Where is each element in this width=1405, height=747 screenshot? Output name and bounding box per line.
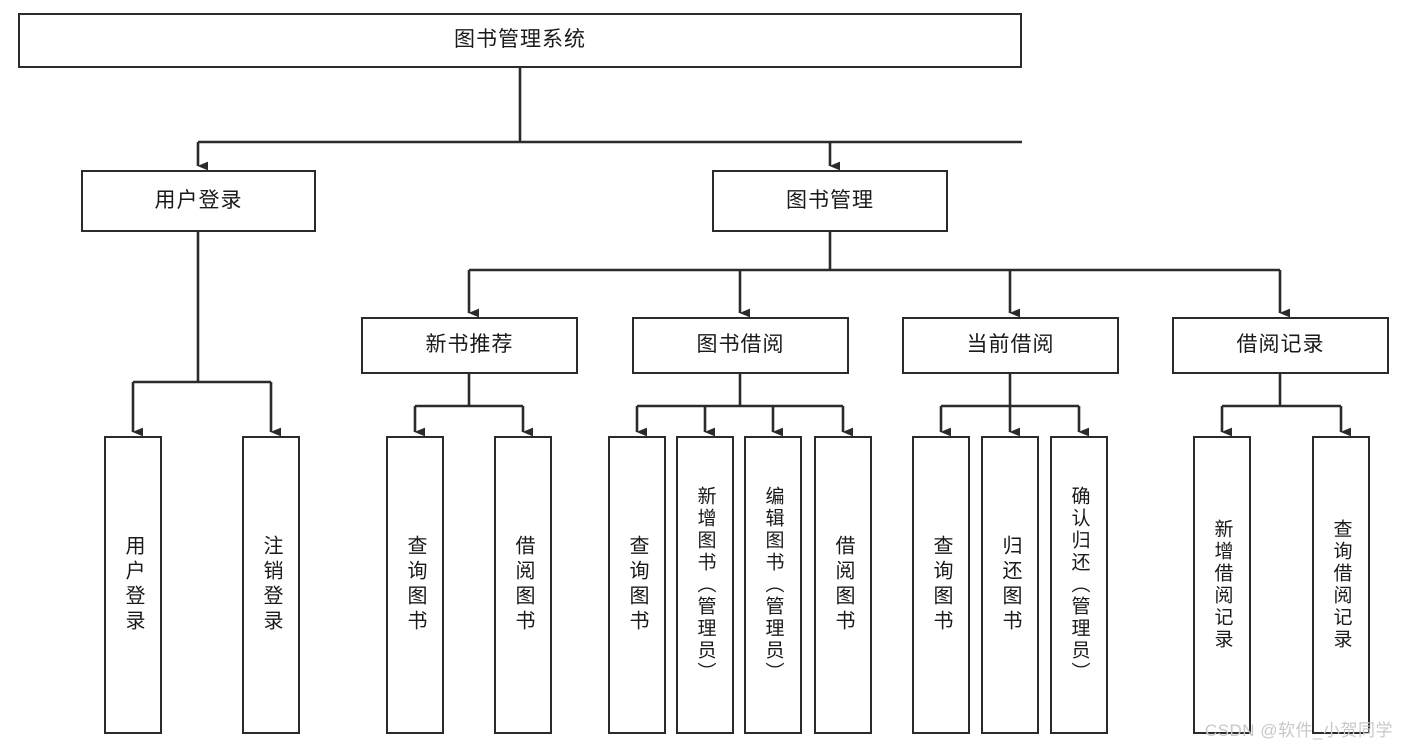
node-label: 查询借阅记录 [1330,519,1352,651]
node-label: 借阅记录 [1236,333,1325,357]
node-label: 新增图书（管理员） [694,486,716,684]
node-label: 当前借阅 [966,333,1055,357]
node-label: 查询图书 [404,535,426,635]
leaf-borrow-add-book-admin[interactable]: 新增图书（管理员） [676,436,734,734]
edges-userlogin-to-leaves [131,232,282,437]
node-label: 新增借阅记录 [1211,519,1233,651]
node-label: 查询图书 [930,535,952,635]
leaf-record-query-borrow-record[interactable]: 查询借阅记录 [1312,436,1370,734]
leaf-recommend-borrow-book[interactable]: 借阅图书 [494,436,552,734]
leaf-logout-login[interactable]: 注销登录 [242,436,300,734]
node-book-management[interactable]: 图书管理 [712,170,948,232]
node-current-borrow[interactable]: 当前借阅 [902,317,1119,374]
leaf-recommend-query-book[interactable]: 查询图书 [386,436,444,734]
node-label: 用户登录 [122,535,144,635]
node-label: 借阅图书 [512,535,534,635]
edges-borrowrecord-to-leaves [1220,374,1352,437]
node-label: 编辑图书（管理员） [762,486,784,684]
node-label: 图书借阅 [696,333,785,357]
leaf-current-query-book[interactable]: 查询图书 [912,436,970,734]
node-book-borrow[interactable]: 图书借阅 [632,317,849,374]
node-root-book-management-system[interactable]: 图书管理系统 [18,13,1022,68]
node-label: 查询图书 [626,535,648,635]
edges-newbook-to-leaves [413,374,534,437]
node-label: 新书推荐 [425,333,514,357]
leaf-borrow-query-book[interactable]: 查询图书 [608,436,666,734]
leaf-current-return-book[interactable]: 归还图书 [981,436,1039,734]
edges-root-to-level2 [196,68,1022,171]
leaf-record-add-borrow-record[interactable]: 新增借阅记录 [1193,436,1251,734]
leaf-user-login[interactable]: 用户登录 [104,436,162,734]
node-user-login[interactable]: 用户登录 [81,170,316,232]
node-label: 用户登录 [154,188,243,212]
edges-currentborrow-to-leaves [939,374,1090,437]
node-new-book-recommend[interactable]: 新书推荐 [361,317,578,374]
edges-bookmgmt-to-level3 [467,232,1291,318]
node-label: 确认归还（管理员） [1068,486,1090,684]
node-borrow-record[interactable]: 借阅记录 [1172,317,1389,374]
edges-bookborrow-to-leaves [635,374,854,437]
watermark: CSDN @软件_小贺同学 [1204,721,1393,740]
node-label: 注销登录 [260,535,282,635]
leaf-current-confirm-return-admin[interactable]: 确认归还（管理员） [1050,436,1108,734]
node-label: 借阅图书 [832,535,854,635]
leaf-borrow-borrow-book[interactable]: 借阅图书 [814,436,872,734]
node-label: 图书管理 [786,188,874,212]
node-label: 归还图书 [999,535,1021,635]
leaf-borrow-edit-book-admin[interactable]: 编辑图书（管理员） [744,436,802,734]
node-label: 图书管理系统 [454,28,586,52]
